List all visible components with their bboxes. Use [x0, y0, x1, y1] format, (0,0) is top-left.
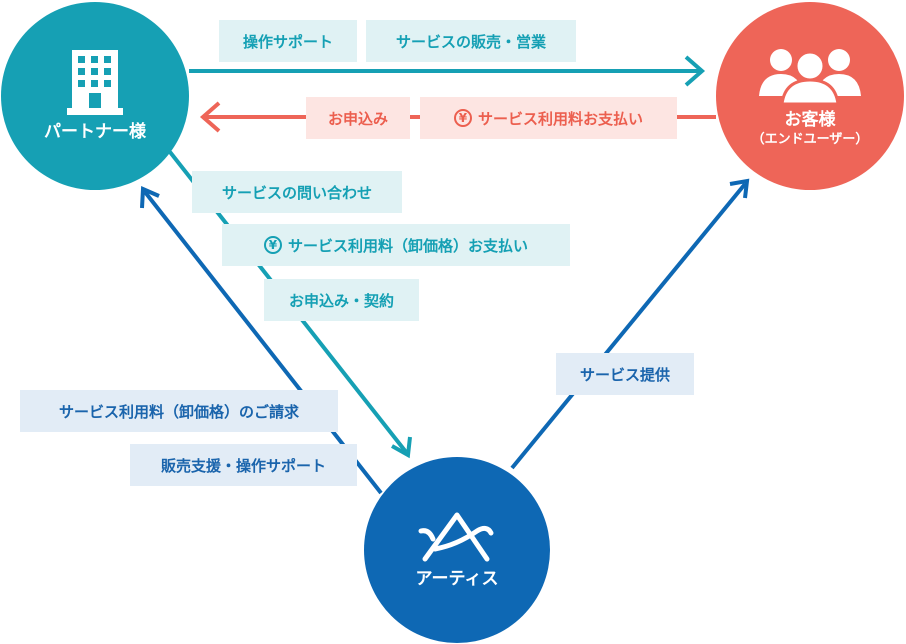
label-inquiry: サービスの問い合わせ	[192, 171, 402, 213]
artis-label: アーティス	[415, 569, 499, 590]
arrow-artis-to-customer	[510, 182, 747, 470]
arrowhead-partner-to-artis	[391, 436, 412, 459]
artis-logo-icon	[418, 512, 494, 562]
customer-node: お客様 （エンドユーザー）	[716, 2, 904, 190]
label-apply-contract: お申込み・契約	[264, 279, 419, 321]
label-payment: ¥サービス利用料お支払い	[420, 97, 677, 139]
artis-node: アーティス	[364, 457, 550, 643]
partner-node: パートナー様	[1, 2, 189, 190]
label-wholesale-payment: ¥サービス利用料（卸価格）お支払い	[222, 224, 570, 266]
yen-icon: ¥	[263, 236, 282, 254]
label-support: 操作サポート	[219, 20, 357, 62]
arrow-artis-to-partner	[143, 190, 383, 495]
label-sales-support: 販売支援・操作サポート	[130, 444, 357, 486]
arrowhead-artis-to-customer	[729, 178, 750, 199]
label-sales: サービスの販売・営業	[366, 20, 576, 62]
yen-icon: ¥	[453, 109, 472, 127]
arrowhead-artis-to-partner	[140, 186, 160, 209]
label-apply: お申込み	[306, 97, 410, 139]
customer-sublabel: （エンドユーザー）	[751, 131, 869, 147]
building-icon	[67, 50, 123, 116]
arrowhead-partner-to-customer	[684, 55, 706, 87]
partner-label: パートナー様	[44, 122, 146, 143]
label-provide: サービス提供	[556, 353, 694, 395]
arrowhead-customer-to-partner	[199, 101, 221, 133]
users-icon	[759, 49, 861, 105]
label-billing: サービス利用料（卸価格）のご請求	[20, 390, 338, 432]
customer-label: お客様	[784, 110, 836, 131]
